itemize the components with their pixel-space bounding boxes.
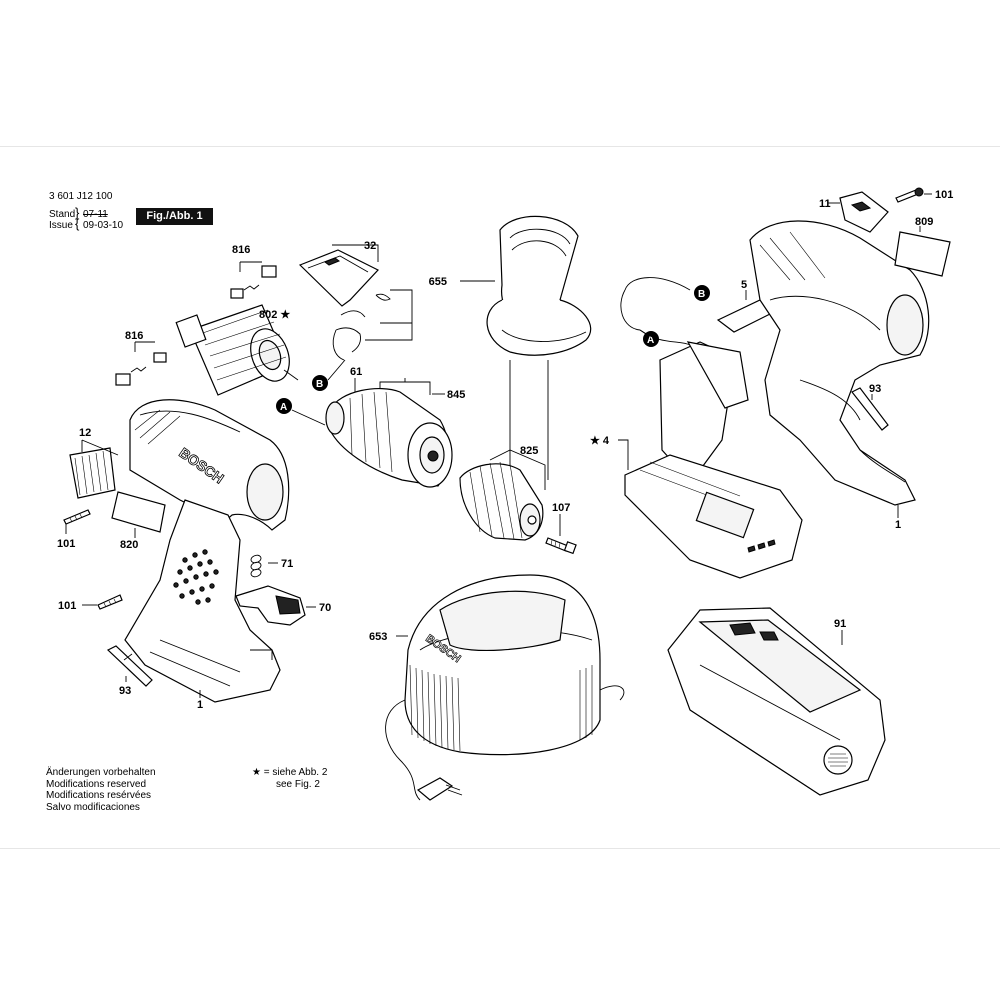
- callout-655: 655: [429, 276, 447, 288]
- callout-1-right: 1: [895, 519, 901, 531]
- issue-value: 09-03-10: [83, 220, 124, 231]
- callout-802: 802 ★: [259, 309, 290, 321]
- document-number: 3 601 J12 100: [49, 191, 113, 202]
- part-32-cover: [298, 244, 413, 361]
- note-line: Salvo modificaciones: [46, 801, 140, 813]
- star-legend-line2: see Fig. 2: [276, 778, 320, 790]
- star-legend: ★ = siehe Abb. 2 see Fig. 2: [252, 767, 327, 790]
- top-rule: [0, 146, 1000, 147]
- grip-dots: [173, 549, 219, 605]
- callout-809: 809: [915, 216, 933, 228]
- figure-label: Fig./Abb. 1: [136, 208, 213, 225]
- part-816-upper: [230, 261, 277, 299]
- callout-4: ★ 4: [590, 435, 610, 447]
- callout-107: 107: [552, 502, 570, 514]
- brace-icon: }: [75, 205, 80, 220]
- brace-icon: {: [75, 216, 80, 231]
- part-70-trigger: [235, 585, 316, 626]
- callout-845: 845: [447, 389, 465, 401]
- stand-row: Stand}07-11: [49, 205, 123, 220]
- issue-label: Issue: [49, 220, 73, 231]
- part-809-label: [894, 226, 951, 277]
- callout-61: 61: [350, 366, 362, 378]
- stand-value: 07-11: [83, 209, 108, 220]
- part-101-screw-right: [895, 187, 932, 203]
- bottom-rule: [0, 848, 1000, 849]
- marker-b-right: B: [694, 285, 710, 301]
- svg-text:B: B: [316, 379, 323, 390]
- callout-32: 32: [364, 240, 376, 252]
- part-825-chuck: [459, 449, 546, 541]
- callout-825: 825: [520, 445, 538, 457]
- callout-816-lower: 816: [125, 330, 143, 342]
- part-802-motor: [175, 304, 299, 396]
- part-653-charger: BOSCH: [385, 574, 625, 801]
- callout-816-upper: 816: [232, 244, 250, 256]
- callout-12: 12: [79, 427, 91, 439]
- callout-101-lower-left: 101: [58, 600, 76, 612]
- part-93-bit-right: [851, 387, 889, 431]
- part-12-switch: [69, 439, 119, 499]
- callout-101-upper-left: 101: [57, 538, 75, 550]
- svg-text:B: B: [698, 289, 705, 300]
- part-housing-left: BOSCH: [124, 399, 290, 703]
- stand-label: Stand: [49, 209, 76, 220]
- part-655-holder: [460, 215, 592, 480]
- revision-block: Stand}07-11 Issue{09-03-10: [49, 205, 124, 231]
- issue-row: Issue{09-03-10: [49, 216, 124, 231]
- part-101-screw-upper: [63, 509, 91, 534]
- part-820-label: [111, 491, 166, 538]
- part-61-gearbox: [325, 378, 453, 488]
- svg-text:A: A: [280, 402, 287, 413]
- callout-91: 91: [834, 618, 846, 630]
- callout-11: 11: [819, 198, 831, 210]
- part-91-battery: [667, 607, 886, 796]
- note-line: Modifications reserved: [46, 778, 147, 790]
- part-11-clip: [828, 191, 889, 233]
- callout-101-right: 101: [935, 189, 953, 201]
- callout-653: 653: [369, 631, 387, 643]
- note-line: Modifications resérvées: [46, 790, 152, 801]
- callout-70: 70: [319, 602, 331, 614]
- callout-820: 820: [120, 539, 138, 551]
- note-line: Änderungen vorbehalten: [46, 767, 156, 778]
- part-4-electronics: [618, 277, 803, 579]
- svg-text:A: A: [647, 335, 654, 346]
- marker-a-right: A: [643, 331, 659, 347]
- part-107-screw: [545, 514, 577, 555]
- marker-a-left: A: [276, 398, 326, 426]
- part-housing-right: [749, 220, 930, 506]
- star-legend-line1: ★ = siehe Abb. 2: [252, 767, 328, 778]
- callout-1-left: 1: [197, 699, 203, 711]
- callout-93-right: 93: [869, 383, 881, 395]
- part-71-spring: [250, 554, 278, 578]
- marker-b-left: B: [312, 359, 346, 391]
- part-816-lower: [115, 341, 167, 386]
- part-93-bit-left: [106, 645, 153, 687]
- callout-93-left: 93: [119, 685, 131, 697]
- part-101-screw-lower: [82, 594, 123, 610]
- footer-notes: Änderungen vorbehalten Modifications res…: [46, 767, 156, 813]
- callout-5: 5: [741, 279, 747, 291]
- callout-71: 71: [281, 558, 293, 570]
